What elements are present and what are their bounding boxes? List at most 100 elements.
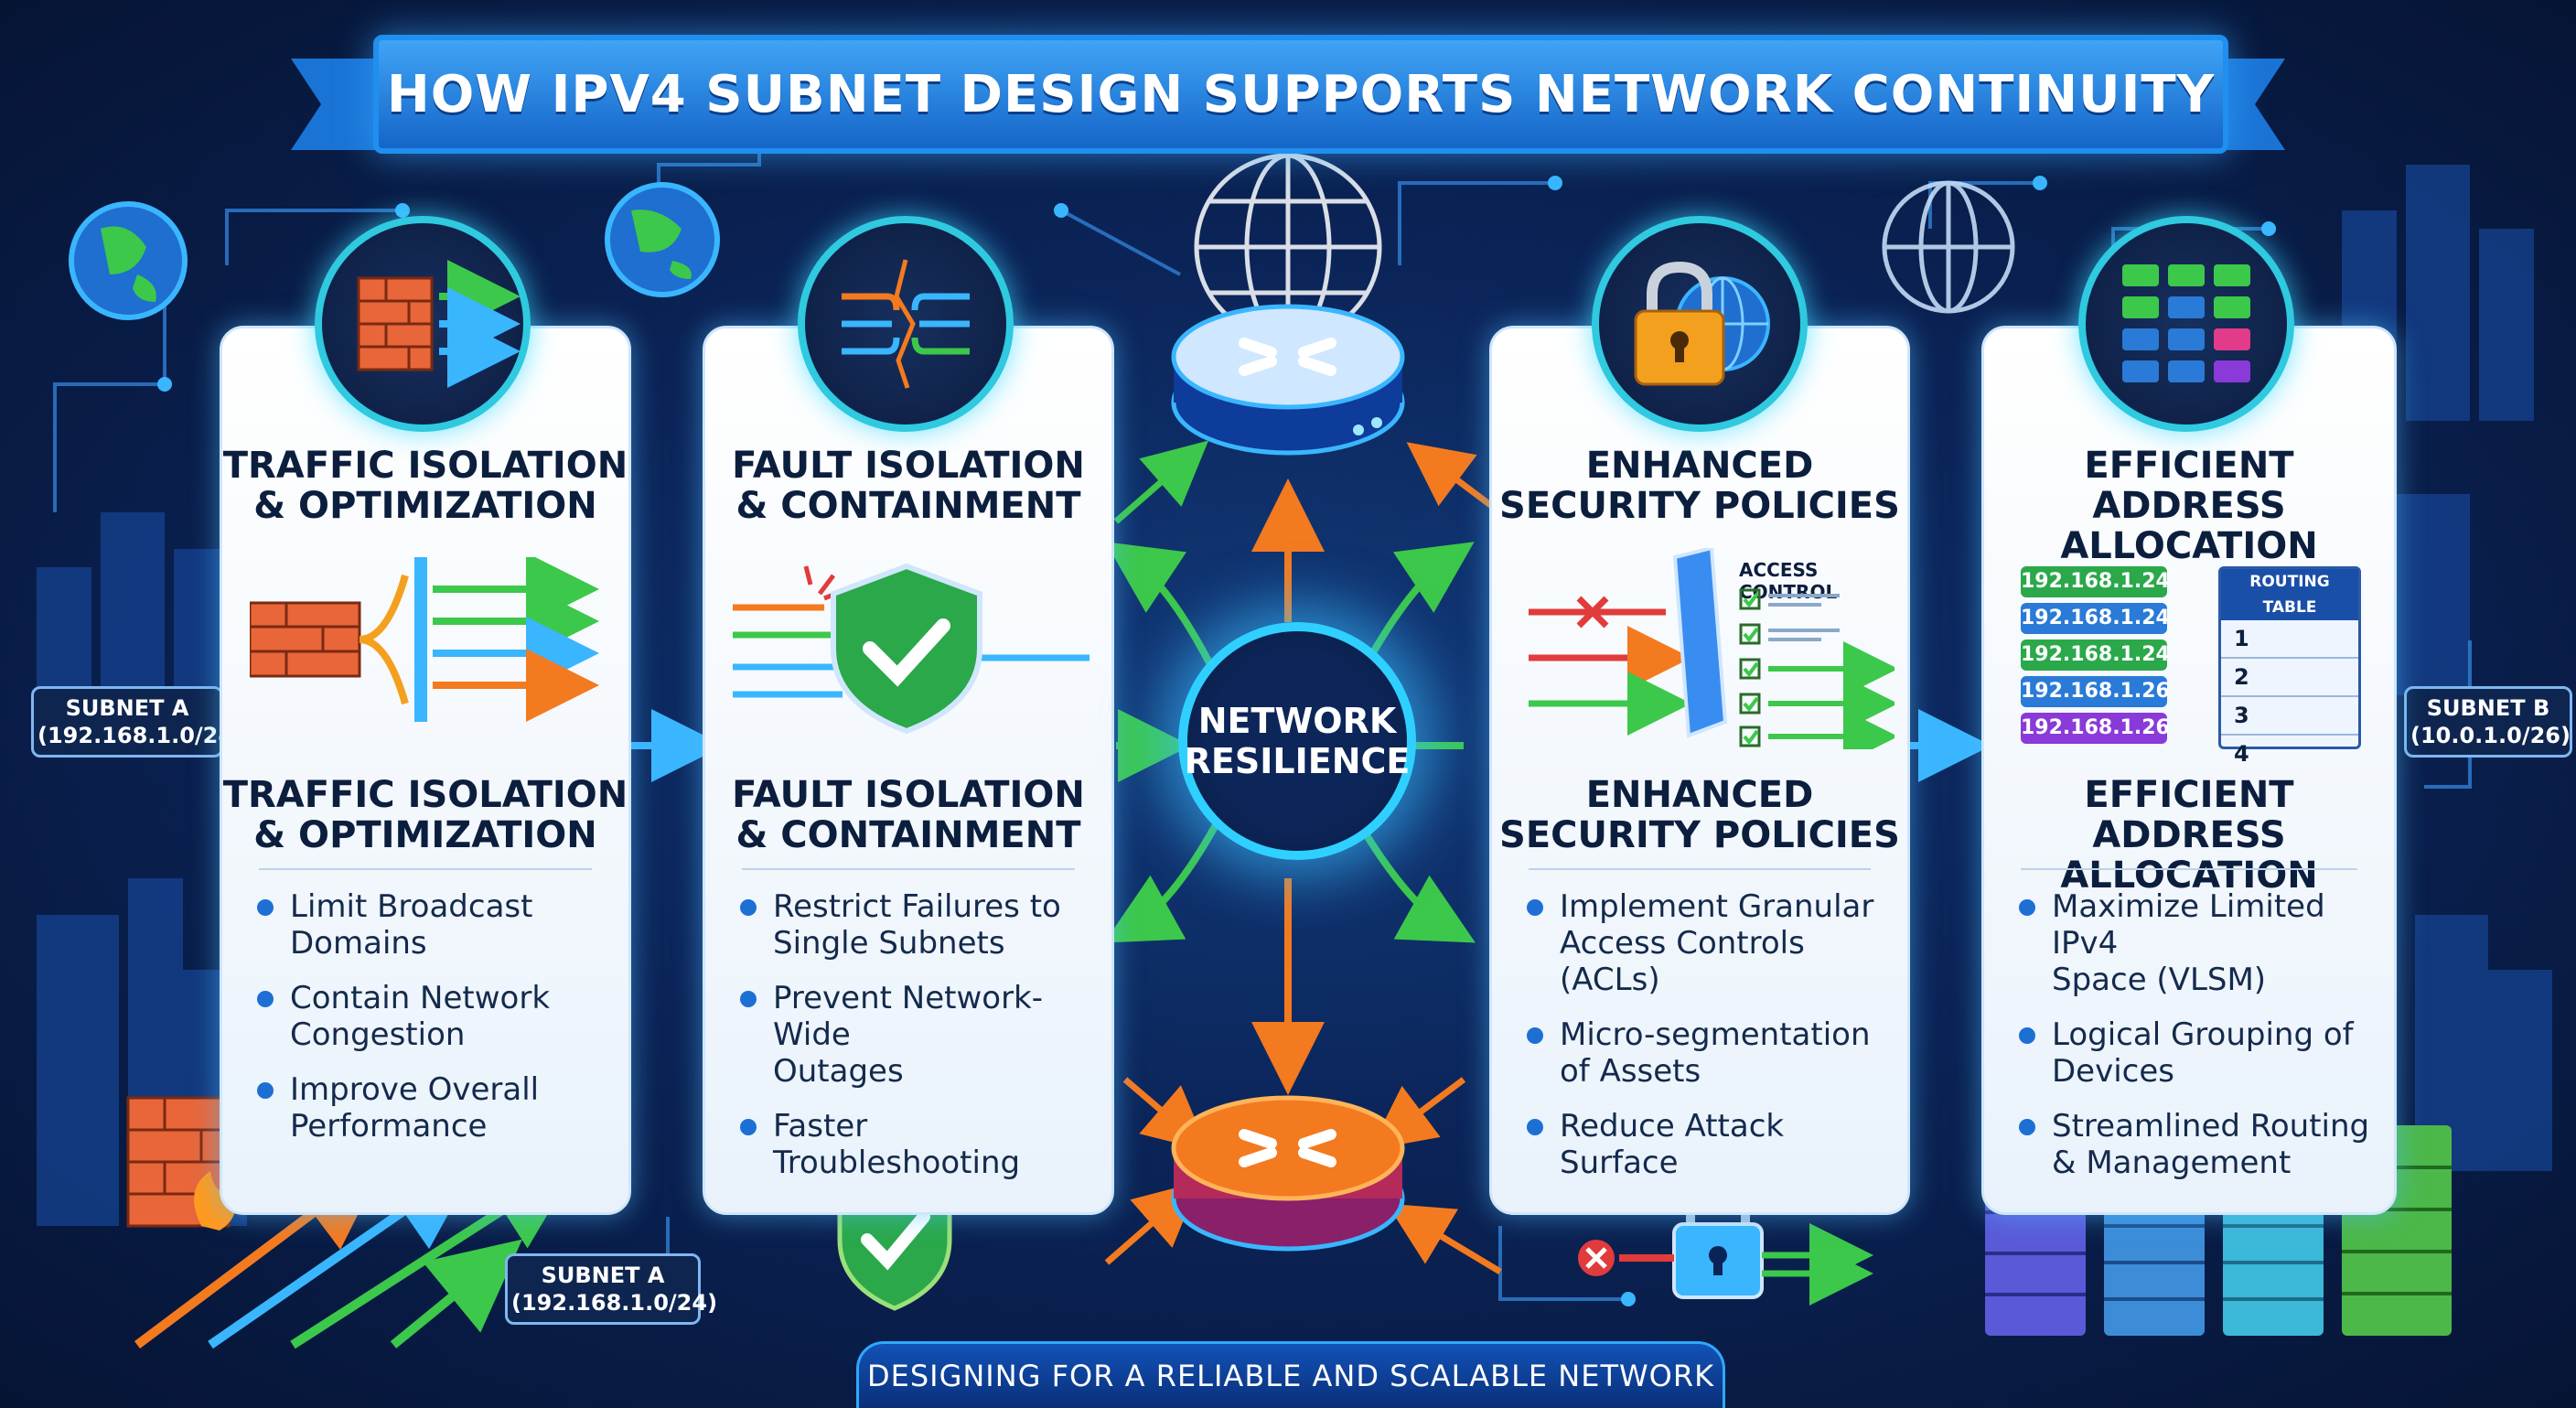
title-line: SECURITY POLICIES	[1499, 485, 1900, 527]
subnet-cidr: (192.168.1.0/24)	[511, 1290, 718, 1316]
routing-table: ROUTING TABLE 1 2 3 4	[2218, 566, 2361, 767]
title-line: ALLOCATION	[2060, 525, 2318, 567]
title-line: & CONTAINMENT	[735, 814, 1081, 856]
title-line: & OPTIMIZATION	[253, 814, 597, 856]
bullet-line: Devices	[2052, 1053, 2174, 1090]
bullet-line: Logical Grouping of	[2052, 1016, 2354, 1053]
divider	[2021, 868, 2357, 870]
bullet-line: Streamlined Routing	[2052, 1108, 2370, 1145]
bullet-line: Outages	[773, 1053, 904, 1090]
bullet-line: Domains	[290, 925, 427, 962]
subnet-name: SUBNET A	[541, 1263, 665, 1288]
network-resilience-core: NETWORK RESILIENCE	[1178, 622, 1416, 860]
routing-row: 2	[2221, 659, 2358, 697]
access-control-illustration	[1529, 548, 1728, 738]
globe-icon-left	[69, 201, 188, 320]
title-line: FAULT ISOLATION	[732, 774, 1085, 816]
firewall-icon	[357, 260, 521, 388]
bullet-line: Prevent Network-Wide	[773, 980, 1044, 1053]
bullet-line: of Assets	[1560, 1053, 1701, 1090]
fault-isolation-illustration	[733, 563, 1089, 735]
bullet-line: Improve Overall	[290, 1071, 540, 1108]
card-title-top: EFFICIENT ADDRESS ALLOCATION	[1984, 446, 2394, 566]
card-title: ENHANCED SECURITY POLICIES	[1492, 775, 1907, 855]
card-traffic-isolation: TRAFFIC ISOLATION & OPTIMIZATION TRAFFIC…	[220, 326, 631, 1215]
ip-tag: 192.168.1.24	[2021, 566, 2170, 597]
card-security-policies: ENHANCED SECURITY POLICIES ACCESS CONTRO…	[1489, 326, 1910, 1215]
firewall-icon-badge	[315, 216, 531, 432]
title-line: ALLOCATION	[2060, 854, 2318, 897]
bullet-line: Single Subnets	[773, 925, 1005, 962]
bullet-item: Streamlined Routing& Management	[2017, 1108, 2385, 1181]
title-line: & CONTAINMENT	[735, 485, 1081, 527]
title-line: EFFICIENT ADDRESS	[2084, 445, 2294, 527]
card-title: TRAFFIC ISOLATION & OPTIMIZATION	[222, 775, 628, 855]
core-label-line2: RESILIENCE	[1184, 741, 1411, 781]
traffic-isolation-illustration	[250, 557, 599, 722]
footer-banner: DESIGNING FOR A RELIABLE AND SCALABLE NE…	[856, 1341, 1725, 1408]
ip-tag: 192.168.1.24	[2021, 640, 2170, 671]
lock-globe-icon-badge	[1592, 216, 1808, 432]
title-line: & OPTIMIZATION	[253, 485, 597, 527]
card-title: FAULT ISOLATION & CONTAINMENT	[705, 775, 1111, 855]
card-title-top: FAULT ISOLATION & CONTAINMENT	[705, 446, 1111, 526]
broken-link-icon-badge	[798, 216, 1014, 432]
ip-tag: 192.168.1.24	[2021, 603, 2170, 634]
subnet-name: SUBNET B	[2426, 695, 2550, 721]
title-banner: HOW IPV4 SUBNET DESIGN SUPPORTS NETWORK …	[373, 35, 2228, 154]
title-line: ENHANCED	[1585, 774, 1814, 816]
firewall-icon-bottom	[126, 1096, 236, 1231]
page-title: HOW IPV4 SUBNET DESIGN SUPPORTS NETWORK …	[386, 64, 2216, 124]
acl-checklist	[1739, 588, 1894, 749]
core-label-line1: NETWORK	[1197, 701, 1397, 741]
globe-icon-mid	[605, 182, 720, 297]
divider	[742, 868, 1075, 870]
bullet-line: Faster	[773, 1108, 868, 1145]
footer-text: DESIGNING FOR A RELIABLE AND SCALABLE NE…	[866, 1359, 1715, 1393]
bullet-line: Limit Broadcast	[290, 888, 533, 925]
routing-row: 4	[2234, 741, 2249, 767]
card-address-allocation: EFFICIENT ADDRESS ALLOCATION 192.168.1.2…	[1981, 326, 2397, 1215]
wireframe-globe-icon-right	[1882, 180, 2015, 314]
bullet-line: Performance	[290, 1108, 488, 1145]
card-fault-isolation: FAULT ISOLATION & CONTAINMENT FAULT ISOL…	[703, 326, 1114, 1215]
card-title: EFFICIENT ADDRESS ALLOCATION	[1984, 775, 2394, 896]
title-line: ENHANCED	[1585, 445, 1814, 487]
lock-globe-icon	[1634, 261, 1770, 386]
bullet-line: Micro-segmentation	[1560, 1016, 1871, 1053]
subnet-name: SUBNET A	[65, 695, 189, 721]
title-line: TRAFFIC ISOLATION	[222, 445, 628, 487]
card-title-top: ENHANCED SECURITY POLICIES	[1492, 446, 1907, 526]
bullet-line: Implement Granular	[1560, 888, 1874, 925]
routing-table-header: ROUTING TABLE	[2221, 569, 2358, 620]
bullet-line: & Management	[2052, 1145, 2292, 1181]
address-grid-icon-badge	[2078, 216, 2294, 432]
address-grid-icon	[2122, 264, 2250, 382]
subnet-cidr: (192.168.1.0/24)	[38, 723, 244, 748]
divider	[259, 868, 592, 870]
title-line: EFFICIENT ADDRESS	[2084, 774, 2294, 856]
routing-row: 1	[2221, 620, 2358, 659]
divider	[1529, 868, 1871, 870]
title-line: SECURITY POLICIES	[1499, 814, 1900, 856]
ip-tag: 192.168.1.26	[2021, 676, 2170, 707]
router-icon-bottom	[1171, 1095, 1405, 1252]
city-skyline-right	[2342, 165, 2552, 1171]
broken-link-icon	[842, 259, 970, 389]
bullet-line: Reduce Attack	[1560, 1108, 1785, 1145]
bullet-line: Restrict Failures to	[773, 888, 1061, 925]
router-icon-top	[1171, 304, 1405, 456]
bullet-line: Maximize Limited IPv4	[2052, 888, 2325, 962]
bullet-line: Surface	[1560, 1145, 1679, 1181]
card-title-top: TRAFFIC ISOLATION & OPTIMIZATION	[222, 446, 628, 526]
bullet-line: Access Controls (ACLs)	[1560, 925, 1805, 998]
